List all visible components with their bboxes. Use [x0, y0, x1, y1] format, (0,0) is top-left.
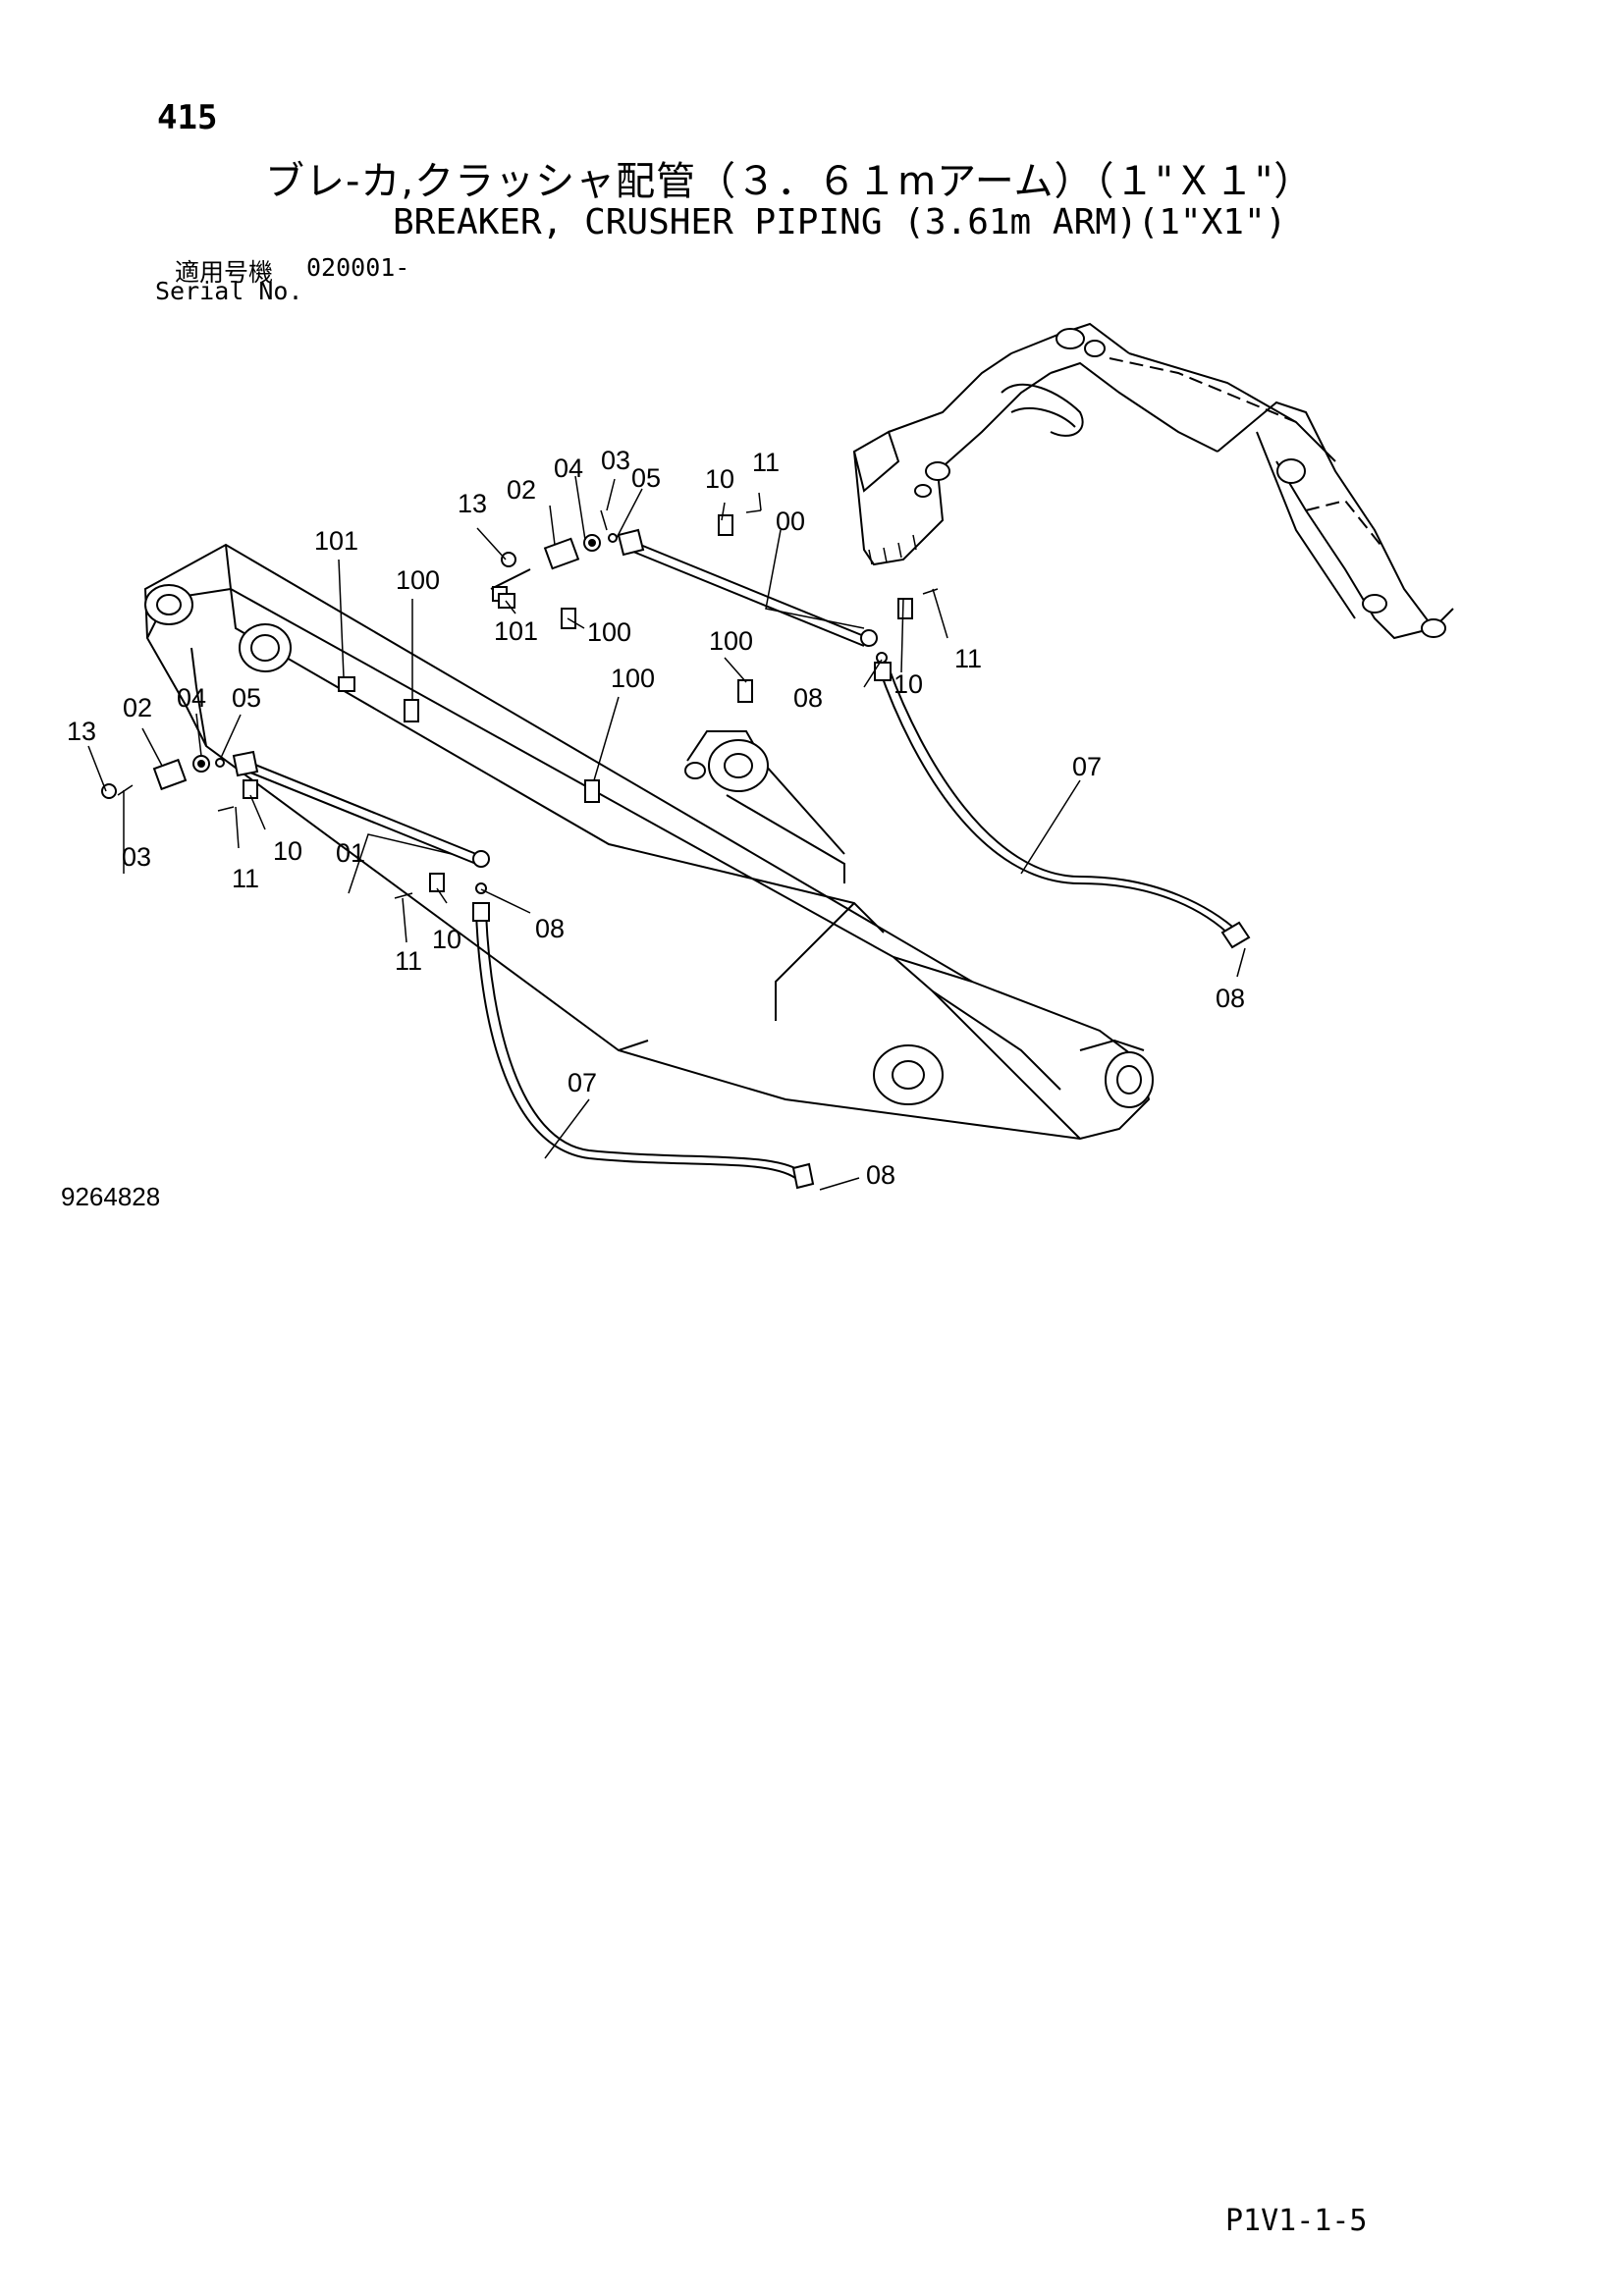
fitting-group-lower — [101, 755, 487, 899]
callout-05-upper: 05 — [631, 463, 661, 493]
serial-value: 020001- — [306, 253, 410, 282]
excavator-overview-thumbnail — [852, 322, 1454, 640]
diagram-id: 9264828 — [61, 1182, 161, 1211]
callout-100-a: 100 — [396, 565, 440, 595]
callout-08-b: 08 — [535, 914, 565, 943]
title-english: BREAKER, CRUSHER PIPING (3.61m ARM)(1"X1… — [393, 202, 1287, 242]
callout-02-upper: 02 — [507, 475, 536, 505]
callout-100-b: 100 — [587, 617, 631, 647]
page-code: P1V1-1-5 — [1225, 2204, 1368, 2238]
callout-03-lower: 03 — [122, 842, 151, 872]
callout-10-c: 10 — [273, 836, 302, 866]
leader-lines — [87, 475, 1246, 1191]
callout-04-lower: 04 — [177, 683, 206, 713]
callout-03-upper: 03 — [601, 446, 630, 475]
arm-body — [143, 543, 1154, 1141]
callout-01: 01 — [336, 838, 365, 868]
callout-13-upper: 13 — [458, 489, 487, 518]
callout-11-a: 11 — [752, 448, 780, 477]
hose-07-lower — [472, 902, 815, 1190]
hose-07-upper — [874, 662, 1251, 949]
fitting-group-upper — [490, 509, 939, 664]
callout-10-b: 10 — [893, 669, 923, 699]
callout-04-upper: 04 — [554, 454, 583, 483]
title-japanese: ブレ-カ,クラッシャ配管（３．６１mアーム）（１"Ｘ１"） — [265, 159, 1315, 204]
callout-101-b: 101 — [494, 616, 538, 646]
callout-02-lower: 02 — [123, 693, 152, 722]
callout-11-b: 11 — [954, 644, 982, 673]
callout-08-d: 08 — [866, 1160, 895, 1190]
callout-100-c: 100 — [709, 626, 753, 656]
clamps — [338, 593, 753, 803]
page-number: 415 — [157, 98, 218, 137]
callout-08-a: 08 — [793, 683, 823, 713]
callout-11-c: 11 — [232, 864, 259, 893]
callout-10-a: 10 — [705, 464, 734, 494]
exploded-parts-diagram: 00 01 02 02 03 03 04 04 05 05 07 07 08 0… — [67, 322, 1454, 1191]
callout-10-d: 10 — [432, 925, 461, 954]
callout-05-lower: 05 — [232, 683, 261, 713]
callout-07-upper: 07 — [1072, 752, 1102, 781]
callout-08-c: 08 — [1216, 984, 1245, 1013]
callout-100-d: 100 — [611, 664, 655, 693]
callout-101-a: 101 — [314, 526, 358, 556]
callout-13-lower: 13 — [67, 717, 96, 746]
serial-label-japanese: 適用号機 — [175, 258, 274, 287]
pipe-00 — [617, 528, 878, 647]
callout-00: 00 — [776, 507, 805, 536]
callout-07-lower: 07 — [568, 1068, 597, 1097]
callout-11-d: 11 — [395, 946, 422, 976]
callout-labels: 00 01 02 02 03 03 04 04 05 05 07 07 08 0… — [67, 446, 1245, 1190]
pipe-01 — [232, 750, 490, 868]
serial-label-english: Serial No. — [155, 277, 303, 305]
